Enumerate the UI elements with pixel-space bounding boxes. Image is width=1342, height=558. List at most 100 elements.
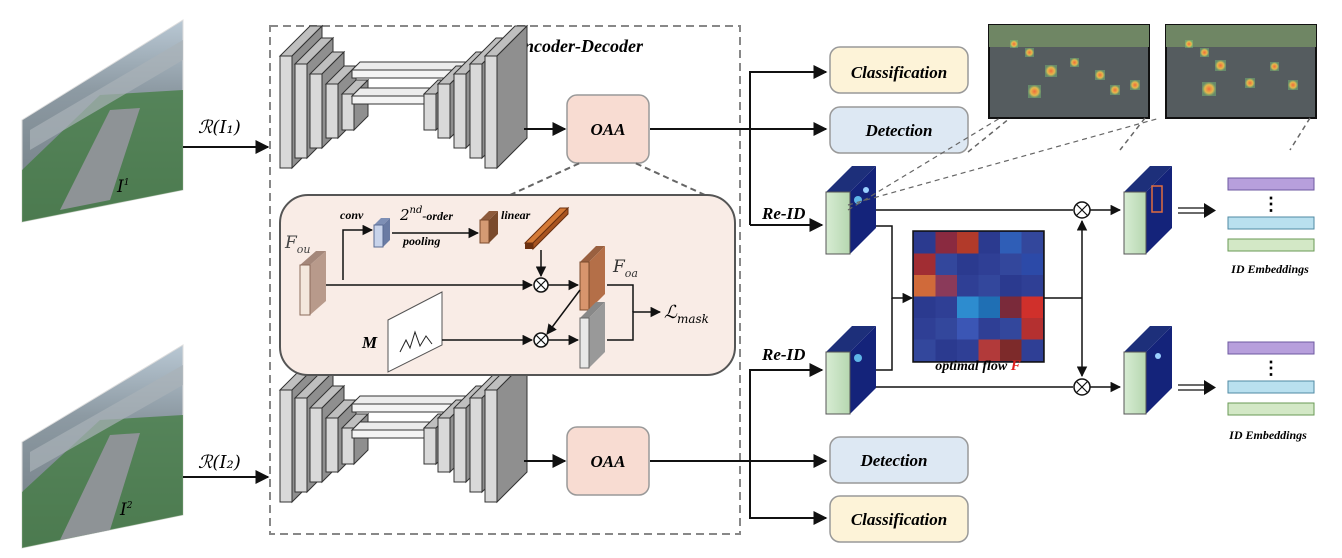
detection-label-top: Detection [864, 121, 932, 140]
detection-result-thumbnail-1 [988, 24, 1150, 119]
oaa-label-top: OAA [591, 120, 626, 139]
flow-matrix-cell [1021, 232, 1043, 254]
detection-box-top [829, 106, 969, 154]
reid-feature-map-top [825, 166, 876, 255]
conv-label: conv [340, 208, 364, 222]
flow-matrix-cell [935, 296, 957, 318]
flow-matrix-cell [957, 339, 979, 361]
zoom-line-right [634, 162, 706, 196]
embedding-bar-bottom-2 [1227, 380, 1315, 394]
embedding-bar-top-1 [1227, 177, 1315, 191]
foa-to-mult2-arrow [546, 289, 581, 335]
encoder-layer [325, 83, 339, 139]
embedding-dots-top: ⋮ [1262, 194, 1280, 215]
reid-bottom-to-matrix-line [876, 298, 893, 371]
f-oa-feature [579, 261, 590, 311]
flow-matrix-cell [935, 275, 957, 297]
decoder-layer [469, 63, 483, 159]
oaa-label-bottom: OAA [591, 452, 626, 471]
reid-label-bottom: Re-ID [761, 345, 805, 364]
encoder-decoder-title: Encoder-Decoder [511, 36, 644, 56]
embedding-dots-bottom: ⋮ [1262, 358, 1280, 379]
flow-matrix-cell [1000, 339, 1022, 361]
reid-feature-map-bottom-out [1123, 326, 1172, 415]
encoder-layer [341, 427, 355, 465]
optimal-flow-label: optimal flow F [935, 358, 1020, 374]
transform-label-1: ℛ(I₁) [198, 117, 241, 138]
linear-label: linear [501, 208, 531, 222]
optimal-flow-matrix [912, 230, 1045, 363]
masked-output-feature [579, 317, 590, 369]
input-1-label: I1 [116, 177, 129, 197]
flow-matrix-cell [914, 253, 936, 275]
decoder-layer [437, 83, 451, 139]
flow-matrix-cell [914, 318, 936, 340]
classification-box-top [829, 46, 969, 94]
flow-matrix-cell [1000, 232, 1022, 254]
flow-matrix-cell [914, 232, 936, 254]
flow-matrix-cell [978, 296, 1000, 318]
flow-matrix-cell [914, 339, 936, 361]
input-image-2 [21, 344, 184, 549]
encoder-layer [309, 407, 323, 483]
detection-box-bottom [829, 436, 969, 484]
flow-matrix-cell [957, 253, 979, 275]
flow-matrix-cell [935, 232, 957, 254]
flow-matrix-cell [1021, 275, 1043, 297]
flow-matrix-cell [1000, 296, 1022, 318]
detection-result-thumbnail-2 [1165, 24, 1317, 119]
encoder-layer [279, 55, 293, 169]
encoder-decoder-bottom [278, 358, 529, 504]
encoder-layer [309, 73, 323, 149]
embedding-bar-bottom-3 [1227, 402, 1315, 416]
encoder-layer [325, 417, 339, 473]
to-classification-arrow-bottom [749, 461, 828, 525]
f-ou-feature [299, 264, 311, 316]
f-oa-label: Foa [612, 257, 638, 280]
reid-feature-map-bottom [825, 326, 876, 415]
decoder-layer [437, 417, 451, 473]
transform-label-2: ℛ(I₂) [198, 452, 241, 473]
flow-matrix-cell [1021, 339, 1043, 361]
linear-vector [525, 243, 533, 249]
flow-matrix-cell [978, 318, 1000, 340]
classification-label-top: Classification [851, 63, 947, 82]
foa-to-loss-line [607, 284, 634, 312]
to-reid-arrow-bottom [749, 363, 824, 461]
decoder-layer [453, 407, 467, 483]
flow-matrix-cell [957, 232, 979, 254]
classification-label-bottom: Classification [851, 510, 947, 529]
flow-matrix-cell [1000, 275, 1022, 297]
flow-matrix-cell [957, 275, 979, 297]
decoder-layer [423, 93, 437, 131]
f-ou-label: Fou [284, 233, 311, 256]
encoder-decoder-top [278, 24, 529, 170]
embedding-bar-top-2 [1227, 216, 1315, 230]
pooled-block [479, 219, 490, 244]
output-to-loss-arrow [607, 306, 662, 341]
flow-matrix-cell [1000, 253, 1022, 275]
reid-top-to-matrix-arrow [876, 225, 914, 304]
oaa-box-bottom [566, 426, 650, 496]
flow-matrix-cell [978, 275, 1000, 297]
flow-matrix-cell [914, 296, 936, 318]
decoder-layer [484, 389, 498, 503]
flow-matrix-cell [935, 339, 957, 361]
embedding-bar-bottom-1 [1227, 341, 1315, 355]
flow-matrix-cell [935, 253, 957, 275]
input-image-1 [21, 19, 184, 223]
encoder-layer [294, 63, 308, 159]
oaa-box-top [566, 94, 650, 164]
decoder-layer [484, 55, 498, 169]
reid-feature-map-top-out [1123, 166, 1172, 255]
zoom-line-left [509, 162, 581, 196]
flow-matrix-cell [957, 318, 979, 340]
decoder-layer [469, 397, 483, 493]
input-2-label: I2 [119, 500, 133, 520]
fou-to-conv-arrow [342, 224, 374, 280]
second-order-label: 2nd-order [399, 205, 453, 224]
flow-matrix-cell [978, 339, 1000, 361]
decoder-layer [423, 427, 437, 465]
flow-matrix-cell [1000, 318, 1022, 340]
